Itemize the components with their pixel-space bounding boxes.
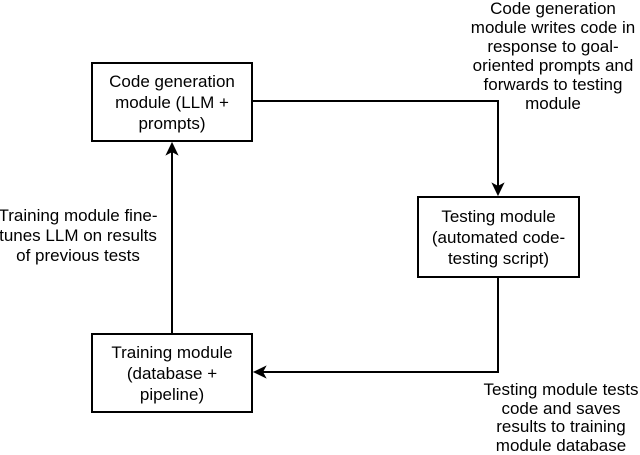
node-code-generation-module: Code generation module (LLM + prompts) <box>91 62 253 142</box>
node-training-label: Training module (database + pipeline) <box>111 342 233 404</box>
connector-codegen-to-testing <box>253 100 499 187</box>
annotation-codegen-to-testing: Code generation module writes code in re… <box>470 0 636 113</box>
arrow-up-icon <box>165 141 179 156</box>
annotation-training-to-codegen: Training module fine- tunes LLM on resul… <box>0 206 158 265</box>
arrow-down-icon <box>491 182 505 197</box>
node-training-module: Training module (database + pipeline) <box>91 333 253 413</box>
connector-testing-to-training <box>263 278 499 373</box>
arrow-left-icon <box>252 365 267 379</box>
node-testing-label: Testing module (automated code- testing … <box>431 206 566 268</box>
node-code-generation-label: Code generation module (LLM + prompts) <box>109 71 235 133</box>
node-testing-module: Testing module (automated code- testing … <box>417 196 580 278</box>
annotation-testing-to-training: Testing module tests code and saves resu… <box>483 380 639 455</box>
